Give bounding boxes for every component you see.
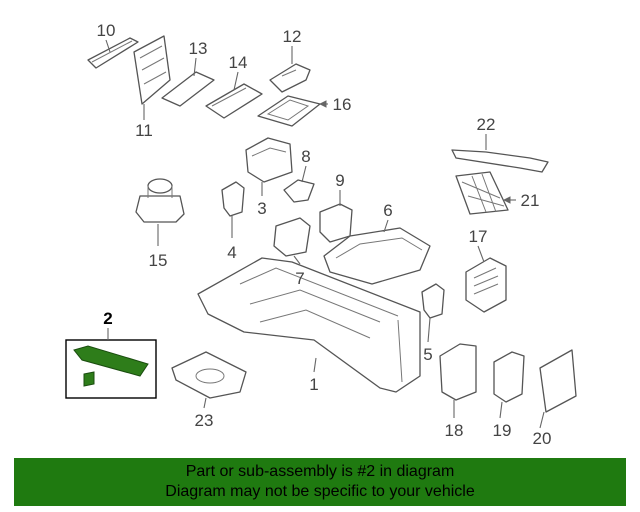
- part-8[interactable]: [283, 179, 315, 203]
- part-14[interactable]: [205, 83, 263, 119]
- part-7[interactable]: [273, 217, 311, 257]
- part-18[interactable]: [439, 343, 477, 401]
- callout-10: 10: [97, 21, 116, 40]
- callout-16: 16: [333, 95, 352, 114]
- part-6[interactable]: [323, 227, 431, 285]
- banner-line-1: Part or sub-assembly is #2 in diagram: [185, 463, 455, 480]
- callout-labels: 10 11 13 14 12 16 3 8 9 4 15 7 6 5 1 17 …: [97, 21, 552, 448]
- callout-21: 21: [521, 191, 540, 210]
- callout-5: 5: [423, 345, 432, 364]
- callout-3: 3: [257, 199, 266, 218]
- part-16[interactable]: [257, 95, 321, 127]
- banner-line-2: Diagram may not be specific to your vehi…: [165, 483, 475, 500]
- callout-9: 9: [335, 171, 344, 190]
- part-20[interactable]: [539, 349, 577, 413]
- part-5[interactable]: [421, 283, 445, 319]
- callout-14: 14: [229, 53, 248, 72]
- part-21[interactable]: [455, 171, 509, 215]
- callout-4: 4: [227, 243, 236, 262]
- part-13[interactable]: [161, 71, 215, 107]
- callout-20: 20: [533, 429, 552, 448]
- part-15[interactable]: [135, 178, 185, 223]
- part-10[interactable]: [87, 37, 139, 69]
- callout-12: 12: [283, 27, 302, 46]
- callout-8: 8: [301, 147, 310, 166]
- part-2-inset[interactable]: [65, 339, 157, 399]
- parts-diagram: 10 11 13 14 12 16 3 8 9 4 15 7 6 5 1 17 …: [65, 21, 577, 448]
- callout-1: 1: [309, 375, 318, 394]
- callout-11: 11: [135, 121, 153, 140]
- part-9[interactable]: [319, 203, 353, 243]
- part-2-shape: [73, 345, 149, 377]
- callout-15: 15: [149, 251, 168, 270]
- part-1[interactable]: [197, 257, 421, 393]
- part-17[interactable]: [465, 257, 507, 313]
- callout-13: 13: [189, 39, 208, 58]
- part-23[interactable]: [171, 351, 247, 399]
- callout-23: 23: [195, 411, 214, 430]
- leader-lines: [105, 39, 545, 429]
- part-22[interactable]: [451, 149, 549, 173]
- part-19[interactable]: [493, 351, 525, 403]
- callout-2: 2: [103, 309, 112, 328]
- callout-6: 6: [383, 201, 392, 220]
- callout-22: 22: [477, 115, 496, 134]
- callout-18: 18: [445, 421, 464, 440]
- callout-7: 7: [295, 269, 304, 288]
- callout-17: 17: [469, 227, 488, 246]
- part-3[interactable]: [245, 137, 293, 183]
- part-12[interactable]: [269, 63, 311, 93]
- vehicle-fit-banner: Part or sub-assembly is #2 in diagram Di…: [14, 458, 626, 506]
- part-4[interactable]: [221, 181, 245, 217]
- part-11[interactable]: [133, 35, 171, 105]
- callout-19: 19: [493, 421, 512, 440]
